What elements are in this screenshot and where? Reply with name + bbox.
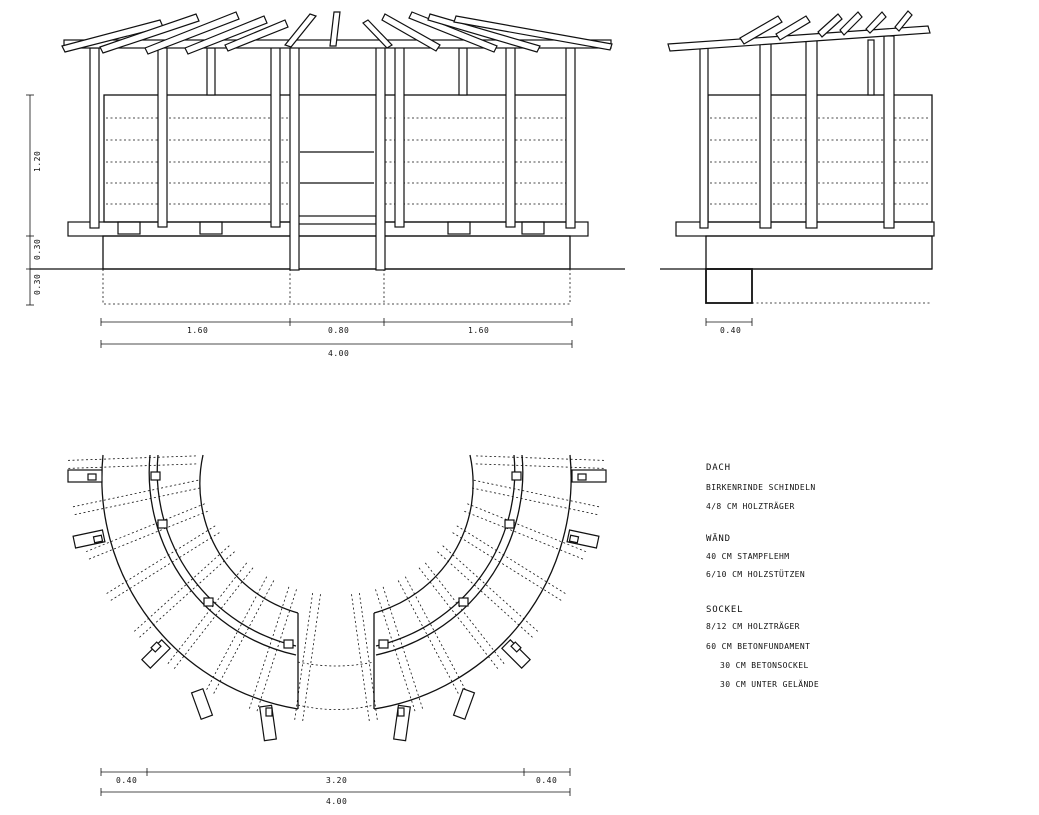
- material-legend: DACH BIRKENRINDE SCHINDELN 4/8 CM HOLZTR…: [706, 463, 819, 689]
- plan-dim-left: 0.40: [116, 776, 137, 785]
- plan-sill-right: [375, 454, 524, 656]
- legend-item: BIRKENRINDE SCHINDELN: [706, 483, 816, 492]
- roof-rafters: [739, 10, 913, 45]
- rafter-line: [467, 503, 587, 553]
- rafter-line: [382, 586, 423, 709]
- front-dim-total: 4.00: [328, 349, 349, 358]
- door-opening: [291, 94, 383, 223]
- plan-roof-rafters: [67, 455, 605, 721]
- rafter-line: [67, 455, 196, 461]
- plan-wall-inner-right: [373, 454, 474, 614]
- rafter-line: [173, 567, 254, 669]
- rafter-line: [88, 510, 208, 560]
- rafter-line: [464, 510, 584, 560]
- side-width-dimension: 0.40: [705, 318, 753, 335]
- rafter-line: [302, 594, 321, 721]
- rafter-line: [442, 545, 539, 632]
- rammed-earth-layers: [710, 117, 930, 205]
- foundation-section: [705, 268, 753, 304]
- sill-block: [117, 221, 141, 235]
- legend-heading-roof: DACH: [706, 463, 731, 473]
- rafter-line: [294, 593, 313, 720]
- legend-item: 4/8 CM HOLZTRÄGER: [706, 501, 795, 511]
- rafter-line: [68, 463, 197, 469]
- floor-plan: 0.40 3.20 0.40 4.00: [67, 454, 607, 806]
- legend-item: 8/12 CM HOLZTRÄGER: [706, 621, 800, 631]
- rafter-line: [72, 479, 199, 508]
- rafter-line: [249, 586, 290, 709]
- rafter-line: [397, 580, 459, 694]
- legend-item: 30 CM BETONSOCKEL: [720, 661, 809, 670]
- rafter-line: [404, 576, 466, 690]
- timber-posts: [699, 35, 895, 229]
- side-elevation: 0.40: [660, 10, 935, 335]
- rafter-line: [167, 562, 248, 664]
- rafter-line: [437, 551, 533, 638]
- legend-item: 40 CM STAMPFLEHM: [706, 552, 789, 561]
- legend-heading-base: SOCKEL: [706, 605, 743, 615]
- plan-wall-outer-left: [101, 454, 299, 710]
- sill-block: [521, 221, 545, 235]
- plan-wall-inner-left: [199, 454, 299, 614]
- front-dim-right: 1.60: [468, 326, 489, 335]
- rafter-line: [424, 562, 505, 664]
- rafter-line: [476, 455, 605, 461]
- rafter-line: [139, 551, 235, 638]
- rammed-earth-wall: [707, 94, 933, 223]
- rafter-line: [418, 567, 499, 669]
- legend-heading-wall: WÄND: [706, 533, 731, 544]
- sill-block: [447, 221, 471, 235]
- front-dim-left: 1.60: [187, 326, 208, 335]
- rafter-line: [351, 594, 370, 721]
- plan-dim-right: 0.40: [536, 776, 557, 785]
- foundation-outline: [102, 269, 571, 305]
- plan-dim-total: 4.00: [326, 797, 347, 806]
- sill-block: [199, 221, 223, 235]
- rafter-line: [133, 545, 230, 632]
- rafter-line: [456, 525, 566, 594]
- legend-item: 30 CM UNTER GELÄNDE: [720, 679, 819, 689]
- timber-sill: [675, 221, 935, 237]
- height-dim-plinth: 0.30: [33, 239, 42, 260]
- rafter-line: [452, 532, 562, 601]
- plan-dim-center: 3.20: [326, 776, 347, 785]
- rafter-line: [473, 479, 600, 508]
- rafter-line: [206, 576, 268, 690]
- plan-footings: [67, 469, 607, 742]
- plan-sill-left: [148, 454, 297, 656]
- rafter-line: [85, 503, 205, 553]
- rafter-line: [106, 525, 216, 594]
- rafter-line: [472, 487, 598, 515]
- legend-item: 6/10 CM HOLZSTÜTZEN: [706, 569, 805, 579]
- legend-item: 60 CM BETONFUNDAMENT: [706, 642, 810, 651]
- front-elevation: 1.20 0.30 0.30 1.60 0.80 1.60 4.00: [26, 11, 625, 358]
- rafter-line: [475, 463, 604, 469]
- rafter-line: [359, 593, 378, 720]
- side-dim: 0.40: [720, 326, 741, 335]
- height-dim-foundation: 0.30: [33, 274, 42, 295]
- rafter-line: [213, 580, 275, 694]
- height-dim-wall: 1.20: [33, 151, 42, 172]
- roof-rafters: [61, 11, 613, 55]
- concrete-plinth: [102, 235, 571, 270]
- height-dimension: 1.20 0.30 0.30: [26, 94, 42, 306]
- front-dim-center: 0.80: [328, 326, 349, 335]
- plan-width-dimensions: 0.40 3.20 0.40 4.00: [100, 768, 571, 806]
- front-width-dimensions: 1.60 0.80 1.60 4.00: [100, 318, 573, 358]
- rafter-line: [110, 532, 220, 601]
- plan-posts: [150, 471, 522, 649]
- concrete-plinth: [705, 235, 933, 270]
- rafter-line: [74, 487, 200, 515]
- plan-wall-outer-right: [373, 454, 572, 710]
